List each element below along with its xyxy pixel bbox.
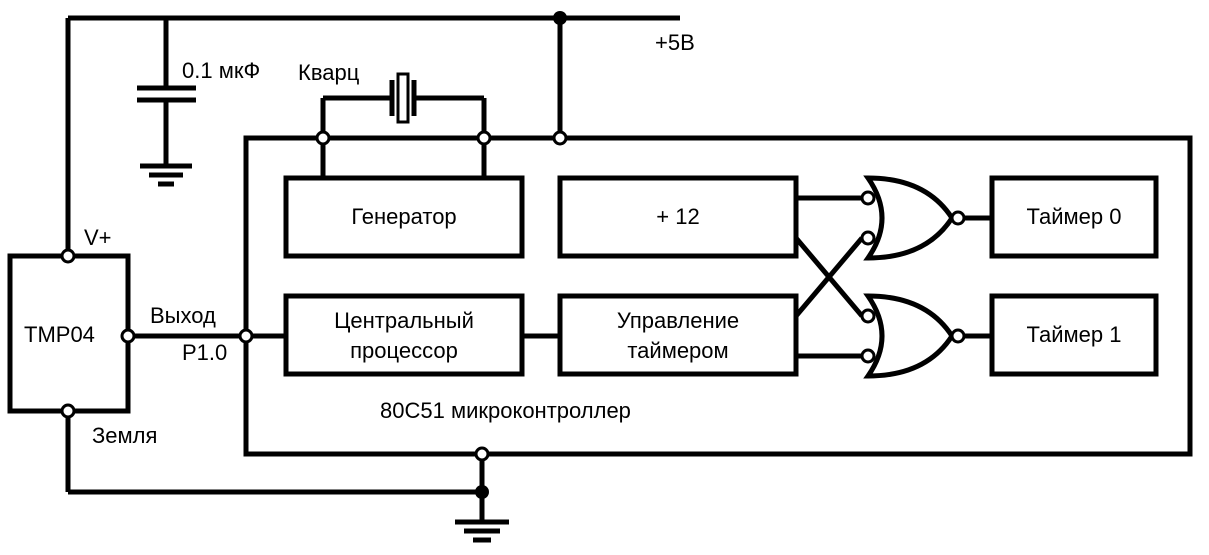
decoupling-capacitor: 0.1 мкФ [137, 18, 260, 187]
gate-0 [860, 175, 992, 261]
xtal2-pin [476, 130, 492, 146]
timer1-label: Таймер 1 [1027, 322, 1122, 347]
timer-control-block: Управление таймером [557, 293, 799, 377]
ground-pin [60, 403, 76, 419]
timer0-label: Таймер 0 [1027, 204, 1122, 229]
divider-block: + 12 [557, 175, 799, 259]
rail-junction-dot [553, 11, 567, 25]
output-label: Выход [150, 303, 216, 328]
generator-block: Генератор [283, 175, 525, 259]
cpu-label-line1: Центральный [334, 308, 474, 333]
ground-wiring [65, 417, 509, 543]
supply-label: +5В [655, 30, 695, 55]
crystal-icon [396, 72, 410, 124]
vplus-label: V+ [84, 225, 112, 250]
capacitor-ground-icon [140, 163, 192, 187]
p10-label: P1.0 [182, 340, 227, 365]
crystal: Кварц [298, 60, 487, 137]
crystal-label: Кварц [298, 60, 360, 85]
generator-label: Генератор [351, 204, 456, 229]
timer-control-label-line1: Управление [617, 308, 739, 333]
divider-label: + 12 [656, 204, 699, 229]
xtal1-pin [315, 130, 331, 146]
mcu-name: 80C51 микроконтроллер [380, 398, 631, 423]
vplus-pin [60, 248, 76, 264]
p10-pin [238, 328, 254, 344]
gate-wiring [794, 195, 864, 359]
timer1-block: Таймер 1 [989, 293, 1159, 377]
cpu-block: Центральный процессор [283, 293, 525, 377]
vcc-pin [552, 130, 568, 146]
timer-control-label-line2: таймером [627, 338, 728, 363]
ground-icon [455, 519, 509, 543]
cpu-label-line2: процессор [350, 338, 458, 363]
tmp04-name: TMP04 [24, 322, 95, 347]
output-pin [120, 328, 136, 344]
ground-junction-dot [475, 485, 489, 499]
gate-1 [860, 293, 992, 379]
tmp04-sensor: TMP04 V+ Выход Земля [7, 225, 216, 448]
gnd-pin [474, 446, 490, 462]
capacitor-label: 0.1 мкФ [182, 58, 260, 83]
mcu-outline [243, 135, 1193, 457]
ground-label: Земля [92, 423, 157, 448]
supply-rail: +5В [65, 11, 695, 254]
timer0-block: Таймер 0 [989, 175, 1159, 259]
